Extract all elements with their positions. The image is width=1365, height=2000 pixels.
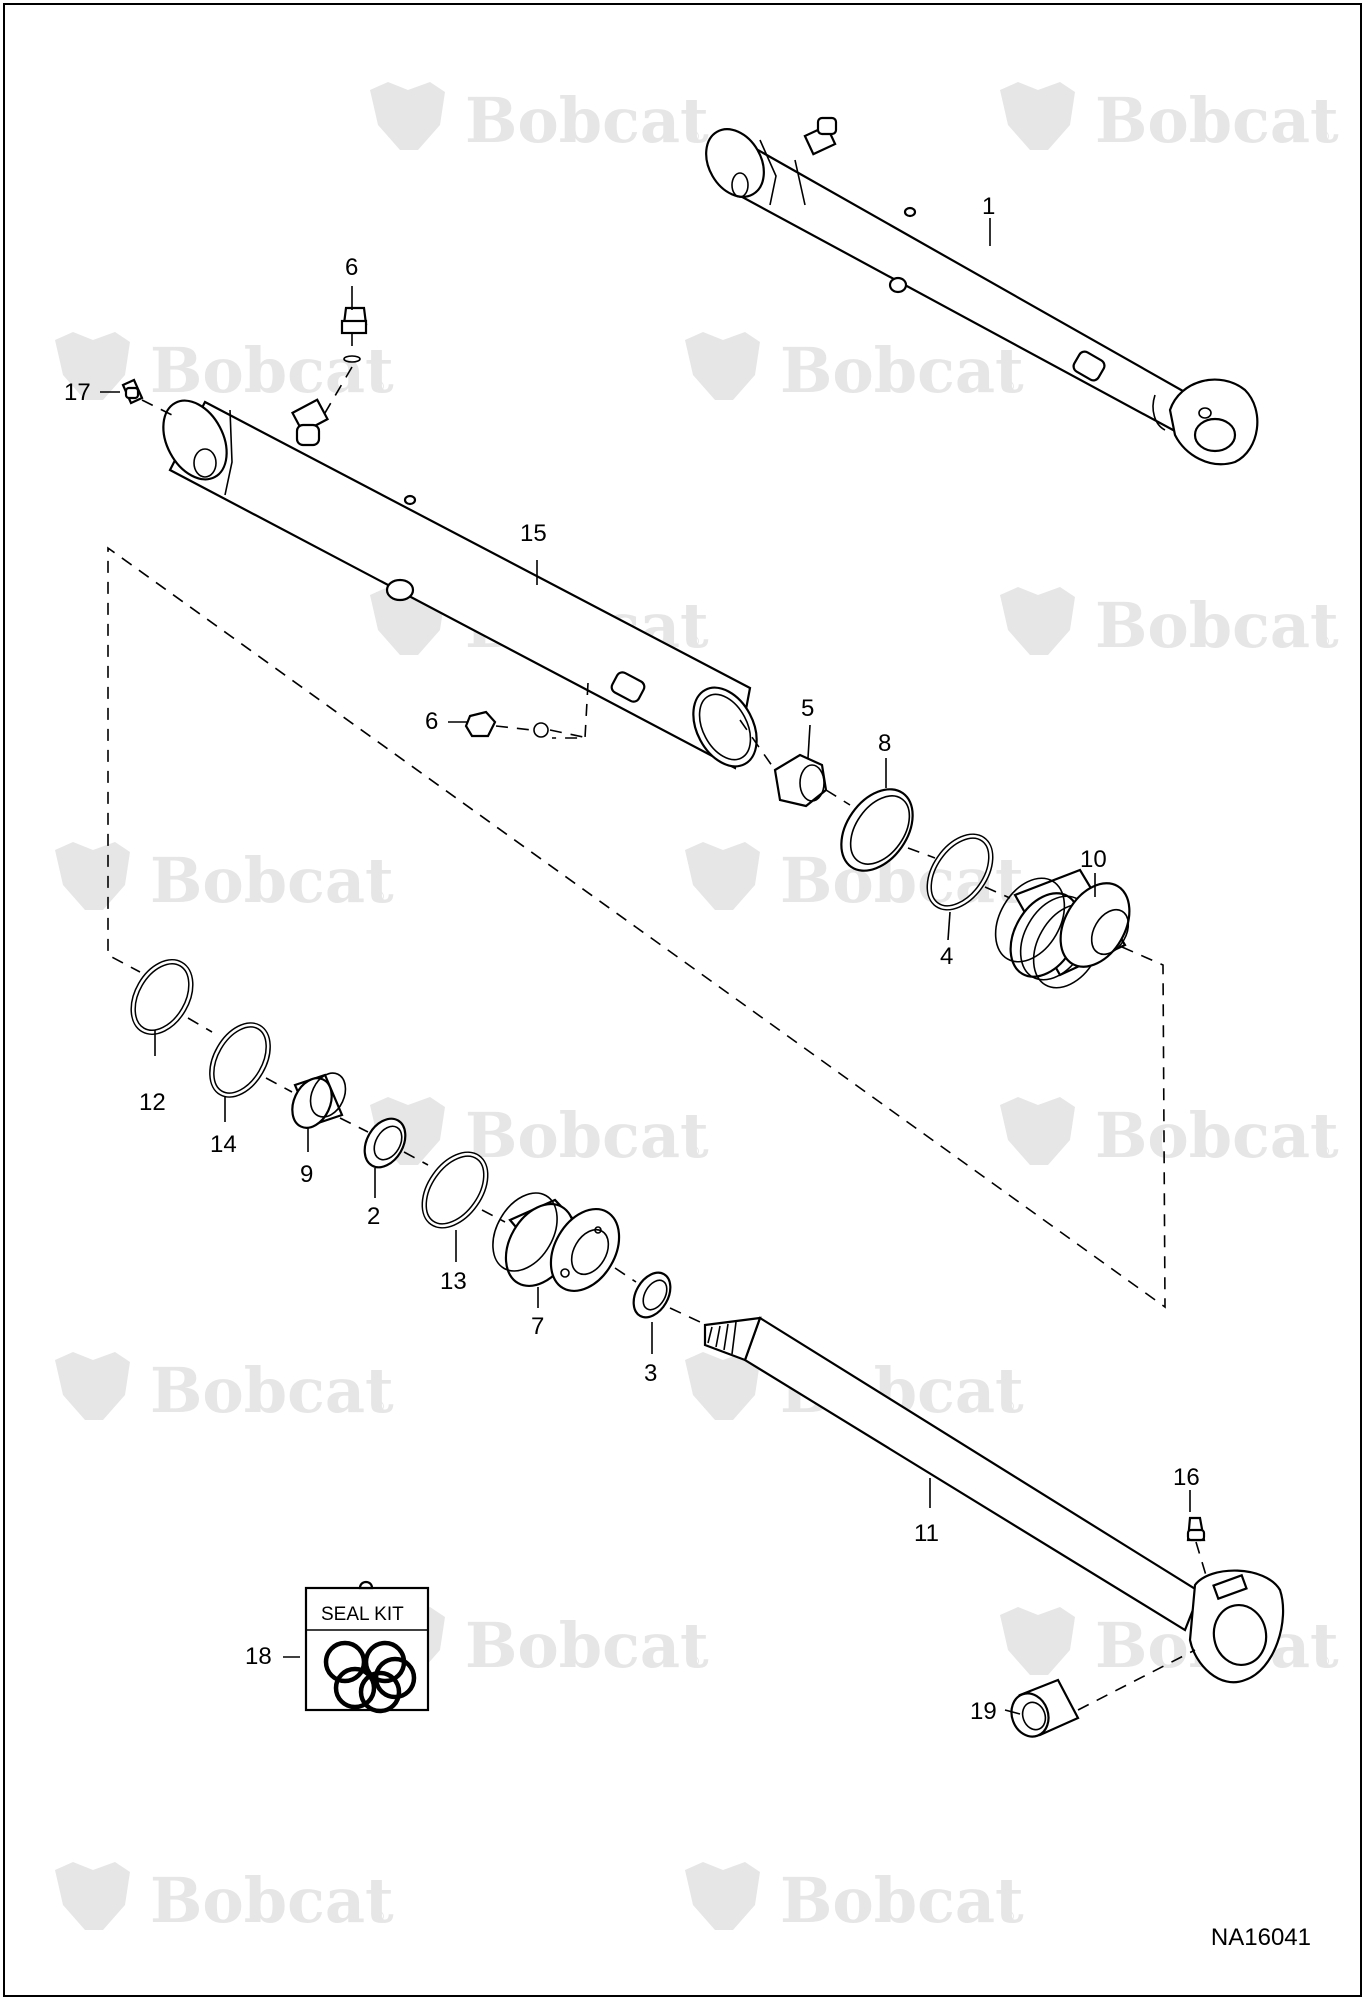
callout-12: 12	[139, 1089, 166, 1116]
registered-mark: ®	[370, 1397, 386, 1416]
callout-4: 4	[940, 943, 954, 970]
part-5-nut	[773, 753, 828, 808]
seal-kit-label: SEAL KIT	[321, 1604, 404, 1625]
callout-1: 1	[982, 193, 996, 220]
callout-13: 13	[440, 1268, 467, 1295]
watermark-text: Bobcat	[1095, 589, 1339, 662]
registered-mark: ®	[685, 632, 701, 651]
registered-mark: ®	[1315, 1142, 1331, 1161]
registered-mark: ®	[1000, 1397, 1016, 1416]
part-4-seal	[926, 833, 994, 911]
watermark-text: Bobcat	[1095, 1099, 1339, 1172]
part-17-grease-fitting	[121, 378, 179, 419]
part-3-seal	[632, 1271, 672, 1319]
part-14-backup-ring	[209, 1022, 271, 1098]
registered-mark: ®	[685, 1142, 701, 1161]
part-18-seal-kit	[304, 1580, 430, 1714]
callout-16: 16	[1173, 1464, 1200, 1491]
bobcat-logo-icon	[685, 1862, 760, 1930]
bobcat-watermark: Bobcat®	[55, 842, 394, 917]
diagram-id: NA16041	[1210, 1924, 1311, 1951]
callout-19: 19	[970, 1698, 997, 1725]
part-15-barrel	[162, 398, 758, 770]
watermark-text: Bobcat	[150, 1864, 394, 1937]
watermark-text: Bobcat	[150, 1354, 394, 1427]
leader-lines	[100, 218, 1191, 1715]
bobcat-logo-icon	[55, 1352, 130, 1420]
bobcat-watermark: Bobcat®	[685, 332, 1024, 407]
watermark-text: Bobcat	[150, 334, 394, 407]
callout-8: 8	[878, 730, 892, 757]
callout-7: 7	[531, 1313, 545, 1340]
callout-6-upper: 6	[345, 254, 359, 281]
registered-mark: ®	[1000, 1907, 1016, 1926]
part-6-plug-lower	[464, 710, 589, 739]
watermark-text: Bobcat	[465, 1609, 709, 1682]
bobcat-logo-icon	[1000, 1607, 1075, 1675]
bobcat-logo-icon	[55, 1862, 130, 1930]
bobcat-logo-icon	[685, 842, 760, 910]
callout-6-lower: 6	[425, 708, 439, 735]
callout-5: 5	[801, 695, 815, 722]
bobcat-logo-icon	[55, 842, 130, 910]
seal-line-dashes	[107, 546, 1166, 1309]
callout-10: 10	[1080, 846, 1107, 873]
part-1-cylinder-assembly	[705, 116, 1259, 466]
bobcat-watermark: Bobcat®	[685, 1862, 1024, 1937]
part-16-grease-fitting	[1186, 1516, 1209, 1583]
bobcat-watermark: Bobcat®	[55, 1862, 394, 1937]
watermark-text: Bobcat	[465, 84, 709, 157]
bobcat-logo-icon	[685, 1352, 760, 1420]
watermark-text: Bobcat	[150, 844, 394, 917]
callout-3: 3	[644, 1360, 658, 1387]
bobcat-watermark: Bobcat®	[1000, 1097, 1339, 1172]
registered-mark: ®	[370, 1907, 386, 1926]
bobcat-logo-icon	[685, 332, 760, 400]
bobcat-watermark: Bobcat®	[55, 1352, 394, 1427]
registered-mark: ®	[1315, 632, 1331, 651]
registered-mark: ®	[685, 1652, 701, 1671]
bobcat-logo-icon	[55, 332, 130, 400]
callout-18: 18	[245, 1643, 272, 1670]
part-19-bushing	[1010, 1649, 1196, 1738]
part-2-rod-seal	[363, 1117, 407, 1169]
callout-9: 9	[300, 1161, 314, 1188]
callout-17: 17	[64, 379, 91, 406]
part-6-plug-upper	[321, 306, 368, 419]
registered-mark: ®	[1000, 377, 1016, 396]
bobcat-logo-icon	[1000, 587, 1075, 655]
part-13-o-ring	[421, 1151, 489, 1229]
bobcat-logo-icon	[1000, 1097, 1075, 1165]
registered-mark: ®	[685, 127, 701, 146]
part-12-snap-ring	[130, 959, 194, 1035]
callout-15: 15	[520, 520, 547, 547]
registered-mark: ®	[1315, 1652, 1331, 1671]
part-11-rod	[703, 1316, 1285, 1684]
callout-14: 14	[210, 1131, 237, 1158]
part-8-wear-ring	[840, 788, 914, 872]
registered-mark: ®	[370, 377, 386, 396]
part-7-gland	[492, 1192, 621, 1293]
callout-2: 2	[367, 1203, 381, 1230]
watermark-text: Bobcat	[780, 844, 1024, 917]
callout-11: 11	[914, 1520, 939, 1547]
bobcat-watermark: Bobcat®	[1000, 82, 1339, 157]
watermark-text: Bobcat	[780, 1864, 1024, 1937]
bobcat-logo-icon	[1000, 82, 1075, 150]
bobcat-watermark: Bobcat®	[370, 1097, 709, 1172]
registered-mark: ®	[1315, 127, 1331, 146]
bobcat-logo-icon	[370, 82, 445, 150]
watermark-text: Bobcat	[465, 1099, 709, 1172]
registered-mark: ®	[370, 887, 386, 906]
watermark-text: Bobcat	[780, 334, 1024, 407]
bobcat-watermark: Bobcat®	[1000, 587, 1339, 662]
bobcat-watermark: Bobcat®	[55, 332, 394, 407]
part-9-wiper	[291, 1072, 347, 1129]
diagram-frame	[3, 3, 1362, 1997]
bobcat-watermark: Bobcat®	[370, 82, 709, 157]
part-10-piston	[994, 868, 1131, 989]
watermark-text: Bobcat	[1095, 84, 1339, 157]
